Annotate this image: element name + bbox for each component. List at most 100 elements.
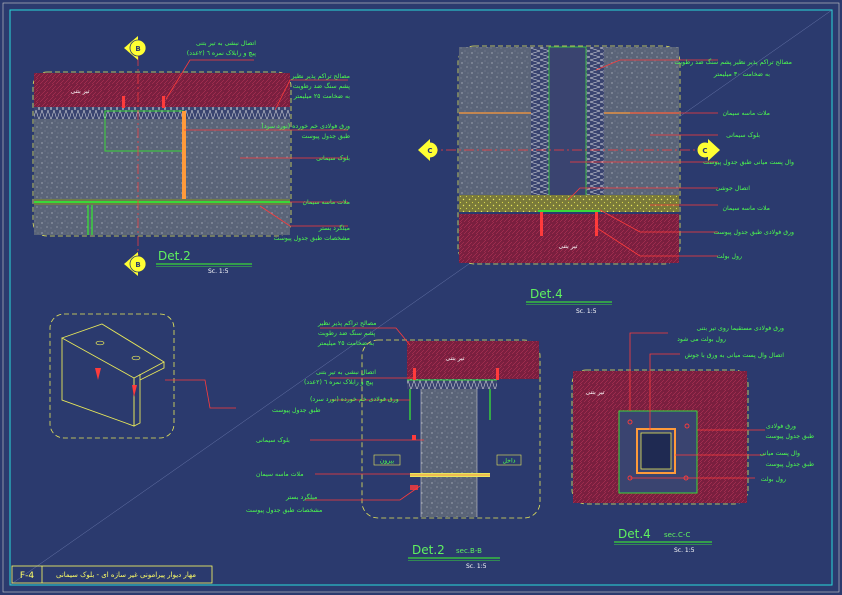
det4-label-mortar: ملات ماسه سیمان	[722, 110, 770, 117]
det2-label-rebar-2: مشخصات طبق جدول پیوست	[274, 235, 350, 242]
det4sec-label-plate-top-2: رول بولت می شود	[677, 336, 726, 343]
det2sec-title: Det.2	[412, 543, 445, 557]
det4sec-stud	[636, 428, 676, 474]
det4-marker-left-letter: C	[427, 147, 432, 155]
sheet-title: مهار دیوار پیرامونی غیر سازه ای - بلوک س…	[56, 571, 196, 579]
sheet-diagonal	[9, 9, 833, 586]
det4-label-weld: اتصال جوشی	[715, 185, 750, 192]
det2sec-bolt-2	[496, 368, 499, 380]
det4-plan-scale: Sc. 1:5	[576, 308, 597, 315]
det2-marker-bottom: B	[124, 252, 147, 276]
det4sec-label-stud-2: طبق جدول پیوست	[766, 461, 815, 468]
iso-angle-front	[61, 338, 135, 427]
det4-bolt-1	[540, 212, 543, 236]
det4-label-polymer-2: به ضخامت ٣٠ میلیمتر	[713, 71, 770, 78]
iso-angle-detail	[49, 313, 236, 439]
det2-label-polymer-3: به ضخامت ٢٥ میلیمتر	[293, 93, 350, 100]
det2-label-galv-2: طبق جدول پیوست	[302, 133, 351, 140]
det4-label-polymer-1: مصالح تراکم پذیر نظیر پشم سنگ ضد رطوبت	[674, 58, 792, 66]
det2sec-label-mortar: ملات ماسه سیمان	[256, 471, 304, 478]
det4sec-label-plate-top-1: ورق فولادی مستقیما روی تیر بتنی	[697, 325, 785, 332]
det4sec-label-beam: تیر بتنی	[586, 389, 605, 396]
iso-angle-side	[133, 374, 141, 427]
det4sec-label-stud-1: وال پست میانی	[760, 450, 800, 457]
det4-right-insul	[586, 47, 604, 207]
det2-plan-title: Det.2	[158, 249, 191, 263]
det4sec-title: Det.4	[618, 527, 651, 541]
det4-left-block	[459, 47, 531, 195]
det2sec-label-polymer-3: به ضخامت ٢٥ میلیمتر	[317, 340, 374, 347]
det2-plan-bolt-2	[162, 96, 165, 108]
det2-plan-detail: B B اتصال نبشی به تیر بتنی پیچ و رابلاک …	[32, 36, 351, 276]
det2sec-beam	[407, 341, 539, 379]
det2-label-block: بلوک سیمانی	[316, 154, 350, 162]
det4-plan-title: Det.4	[530, 287, 563, 301]
det4-label-mortar2: ملات ماسه سیمان	[722, 205, 770, 212]
det4sec-label-plate-1: ورق فولادی	[766, 423, 796, 430]
det4sec-boundary	[571, 369, 749, 505]
det2sec-label-rebar-2: مشخصات طبق جدول پیوست	[246, 507, 322, 514]
iso-angle-top	[60, 323, 165, 379]
det4sec-section: sec.C-C	[664, 531, 690, 539]
det2-label-tie-2: پیچ و رابلاک نمره ٦ (٢عدد)	[187, 49, 256, 57]
det4-label-bolt: رول بولت	[717, 253, 742, 260]
det2sec-section: sec.B-B	[456, 547, 482, 555]
det4-marker-left: C	[418, 139, 438, 161]
det2sec-bolt-1	[413, 368, 416, 380]
det4sec-bolt-1	[627, 419, 633, 425]
det4-stud	[548, 46, 587, 208]
det2-label-beam: تیر بتنی	[71, 88, 90, 95]
det2-plan-bolt-1	[122, 96, 125, 108]
det2-marker-top: B	[124, 36, 147, 60]
det2-plan-boundary	[32, 71, 292, 237]
det4-bolt-2	[595, 212, 598, 236]
det2sec-label-galv-2: طبق جدول پیوست	[272, 407, 321, 414]
det2sec-boundary	[361, 339, 541, 519]
det2-plan-scale: Sc. 1:5	[208, 268, 229, 275]
det4sec-label-plate-2: طبق جدول پیوست	[766, 433, 815, 440]
det4-left-insul	[531, 47, 549, 207]
det4-label-plate: ورق فولادی طبق جدول پیوست	[714, 229, 794, 236]
det4sec-scale: Sc. 1:5	[674, 547, 695, 554]
det2sec-label-outside: بیرون	[380, 458, 395, 465]
det4-beam	[459, 214, 679, 263]
det2sec-block	[421, 389, 477, 517]
det2sec-label-block: بلوک سیمانی	[256, 436, 290, 444]
det2-label-polymer-1: مصالح تراکم پذیر نظیر	[291, 73, 350, 80]
det4sec-bolt-2	[684, 423, 690, 429]
det2-plan-insulation	[34, 107, 290, 119]
det4-plan-boundary	[457, 45, 681, 265]
det2-plan-lower-block	[34, 205, 290, 235]
det2-plan-angle-leg	[182, 111, 186, 199]
det2sec-label-rebar-1: میلگرد بستر	[285, 493, 317, 501]
det2sec-label-tie-2: پیچ و رابلاک نمره ٦ (٢عدد)	[304, 378, 373, 386]
det2sec-insul	[407, 379, 497, 389]
det4-marker-right-letter: C	[702, 147, 707, 155]
det2sec-scale: Sc. 1:5	[466, 563, 487, 570]
det2-plan-block	[34, 119, 290, 199]
det4-section-detail: ورق فولادی مستقیما روی تیر بتنی رول بولت…	[571, 325, 815, 554]
det2-label-polymer-2: پشم سنگ ضد رطوبت	[293, 82, 351, 90]
det2sec-label-galv-1: ورق فولادی خم خورده (نورد سرد)	[310, 396, 399, 403]
det2-label-galv-1: ورق فولادی خم خورده (نورد سرد)	[261, 123, 350, 130]
iso-boundary	[49, 313, 175, 439]
det4sec-label-bolt: رول بولت	[761, 476, 786, 483]
det2-label-rebar-1: میلگرد بستر	[318, 224, 350, 232]
det2-marker-bottom-letter: B	[135, 261, 140, 269]
det2sec-label-inside: داخل	[503, 458, 516, 465]
det4-label-block: بلوک سیمانی	[726, 131, 760, 139]
det2sec-label-tie-1: اتصال نبشی به تیر بتنی	[316, 369, 376, 376]
det4-marker-right: C	[697, 139, 720, 161]
det4-mortar	[459, 195, 679, 212]
sheet-code: F-4	[20, 571, 34, 581]
det2-label-tie-1: اتصال نبشی به تیر بتنی	[196, 40, 256, 47]
det2-section-detail: مصالح تراکم پذیر نظیر پشم سنگ ضد رطوبت ب…	[246, 320, 541, 570]
det4-plan-detail: C C مصالح تراکم پذیر نظیر پشم سنگ ضد رطو…	[418, 45, 794, 315]
det4-right-block	[604, 47, 679, 195]
det2sec-label-beam: تیر بتنی	[446, 355, 465, 362]
sheet-border-inner	[9, 9, 833, 586]
det2sec-label-polymer-1: مصالح تراکم پذیر نظیر	[317, 320, 376, 327]
det2sec-label-polymer-2: پشم سنگ ضد رطوبت	[318, 329, 376, 337]
